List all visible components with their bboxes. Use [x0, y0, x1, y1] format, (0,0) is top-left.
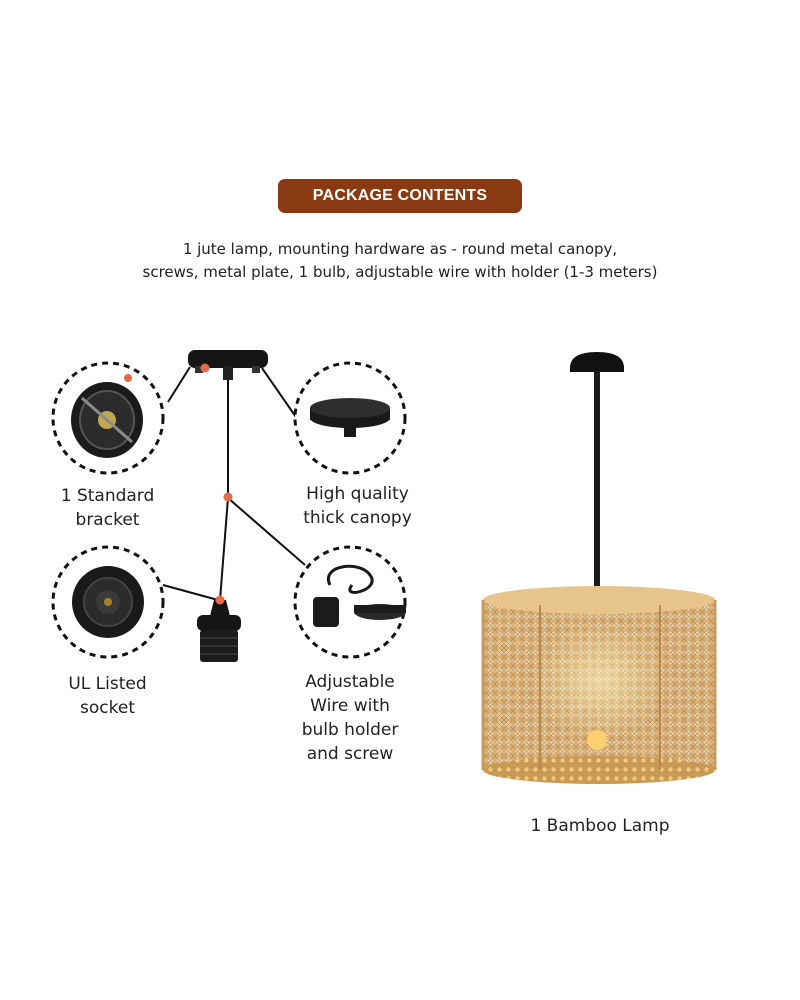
- socket-circle: [51, 545, 165, 659]
- socket-label: UL Listed socket: [68, 674, 147, 718]
- center-socket: [197, 600, 241, 662]
- description-line-1: 1 jute lamp, mounting hardware as - roun…: [182, 240, 618, 258]
- description-line-2: screws, metal plate, 1 bulb, adjustable …: [142, 263, 658, 281]
- canopy-hardware: [188, 350, 268, 380]
- accent-dots: [200, 363, 233, 605]
- bracket-circle: [51, 361, 165, 475]
- connector-lines: [162, 366, 306, 601]
- bracket-label: 1 Standard bracket: [60, 486, 155, 530]
- package-contents-banner: PACKAGE CONTENTS: [278, 179, 522, 213]
- bamboo-lamp-image: [481, 352, 717, 784]
- wire-circle: [293, 545, 407, 659]
- canopy-label: High quality thick canopy: [303, 484, 412, 528]
- canopy-circle: [293, 361, 407, 475]
- package-description: 1 jute lamp, mounting hardware as - roun…: [60, 238, 740, 284]
- bamboo-lamp-label: 1 Bamboo Lamp: [530, 816, 670, 836]
- wire-label: Adjustable Wire with bulb holder and scr…: [301, 672, 399, 764]
